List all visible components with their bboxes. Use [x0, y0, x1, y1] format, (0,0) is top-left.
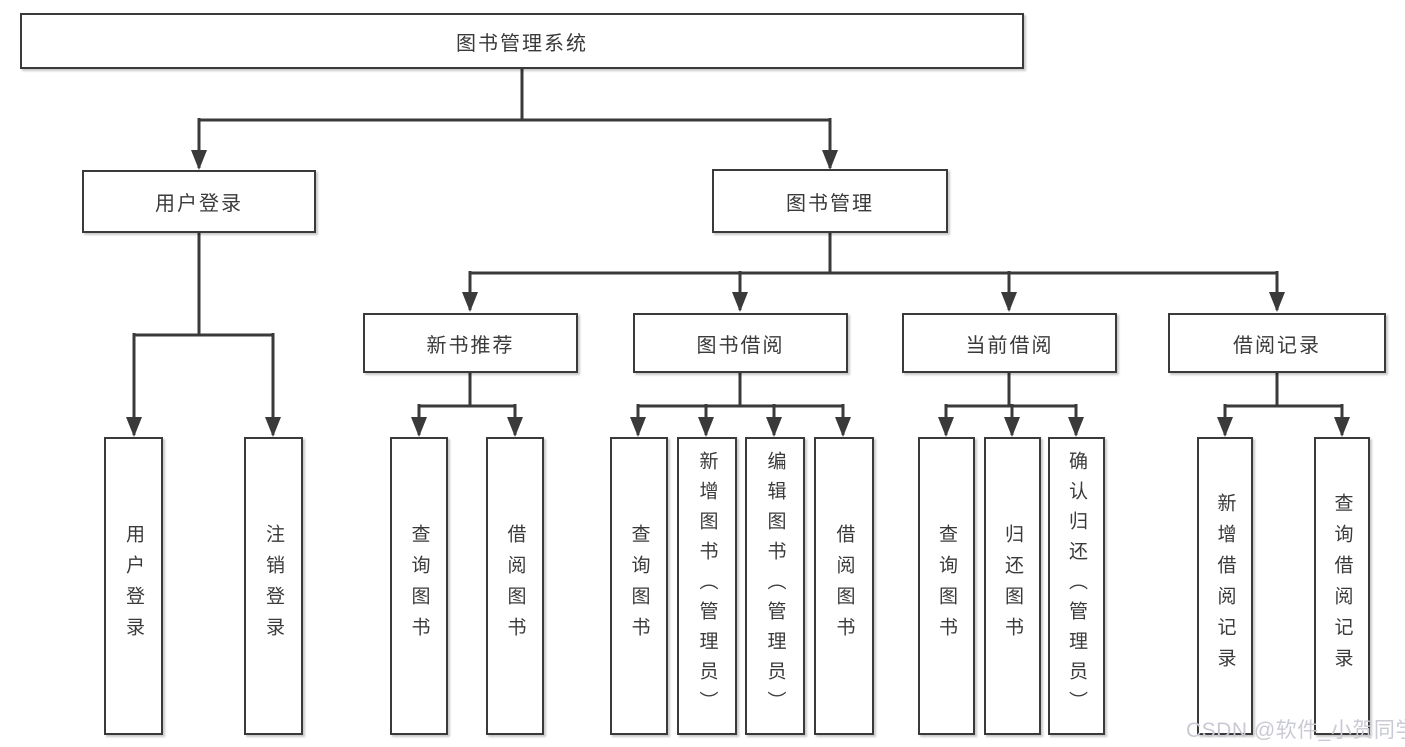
leaf-borrow-books: 借阅图书 — [814, 437, 874, 735]
leaf-logout-label: 注销登录 — [263, 524, 284, 648]
leaf-query-books-borrowing: 查询图书 — [610, 437, 668, 735]
node-book-management-label: 图书管理 — [786, 192, 874, 215]
node-book-borrowing-label: 图书借阅 — [696, 334, 785, 357]
leaf-user-login: 用户登录 — [104, 437, 163, 735]
connector-new-book-to-leaves — [411, 373, 523, 437]
leaf-add-borrow-record: 新增借阅记录 — [1197, 437, 1253, 735]
node-current-borrowing-label: 当前借阅 — [965, 334, 1054, 357]
leaf-query-books-borrowing-label: 查询图书 — [628, 524, 650, 648]
leaf-borrow-books-recommend-label: 借阅图书 — [504, 524, 526, 648]
node-new-book-recommend: 新书推荐 — [363, 313, 578, 373]
node-borrowing-records: 借阅记录 — [1168, 313, 1386, 373]
leaf-user-login-label: 用户登录 — [123, 524, 144, 648]
leaf-borrow-books-recommend: 借阅图书 — [486, 437, 544, 735]
leaf-confirm-return-admin-label: 确认归还（管理员） — [1066, 451, 1087, 721]
leaf-query-borrow-record-label: 查询借阅记录 — [1331, 493, 1353, 679]
connector-borrowing-records-to-leaves — [1217, 373, 1350, 437]
node-user-login-label: 用户登录 — [155, 193, 243, 215]
connector-user-login-to-leaves — [126, 233, 281, 437]
node-borrowing-records-label: 借阅记录 — [1233, 334, 1321, 357]
leaf-add-books-admin-label: 新增图书（管理员） — [696, 451, 718, 721]
leaf-query-books-current-label: 查询图书 — [936, 524, 957, 648]
leaf-return-books: 归还图书 — [984, 437, 1041, 735]
leaf-logout: 注销登录 — [244, 437, 303, 735]
leaf-query-books-recommend: 查询图书 — [390, 437, 448, 735]
node-user-login: 用户登录 — [82, 170, 316, 233]
connector-book-management-to-level3 — [462, 233, 1285, 312]
node-root-label: 图书管理系统 — [456, 32, 588, 55]
leaf-query-books-current: 查询图书 — [918, 437, 975, 735]
leaf-confirm-return-admin: 确认归还（管理员） — [1048, 437, 1105, 735]
leaf-edit-books-admin-label: 编辑图书（管理员） — [764, 451, 786, 721]
leaf-query-books-recommend-label: 查询图书 — [408, 524, 430, 648]
node-book-borrowing: 图书借阅 — [633, 313, 848, 373]
leaf-return-books-label: 归还图书 — [1002, 524, 1023, 648]
node-book-management: 图书管理 — [712, 169, 948, 233]
node-new-book-recommend-label: 新书推荐 — [426, 334, 515, 357]
csdn-watermark: CSDN @软件_小贺同学 — [1186, 719, 1405, 742]
node-current-borrowing: 当前借阅 — [902, 313, 1117, 373]
leaf-add-books-admin: 新增图书（管理员） — [677, 437, 737, 735]
leaf-edit-books-admin: 编辑图书（管理员） — [745, 437, 805, 735]
node-root-library-system: 图书管理系统 — [20, 13, 1024, 69]
connector-root-to-level2 — [191, 69, 838, 170]
leaf-add-borrow-record-label: 新增借阅记录 — [1214, 493, 1236, 679]
leaf-borrow-books-label: 借阅图书 — [833, 524, 855, 648]
connector-current-borrowing-to-leaves — [938, 373, 1084, 437]
leaf-query-borrow-record: 查询借阅记录 — [1314, 437, 1370, 735]
connector-book-borrowing-to-leaves — [630, 373, 851, 437]
